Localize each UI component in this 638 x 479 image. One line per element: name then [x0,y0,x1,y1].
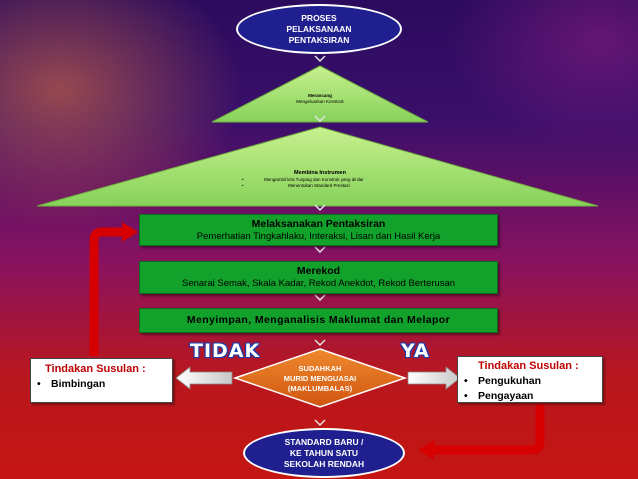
follow-up-left-item: •Bimbingan [37,378,106,390]
follow-up-right-item-2: •Pengayaan [464,390,534,402]
triangle-merancang-shape [211,65,429,123]
stage-melaksanakan-title: Melaksanakan Pentaksiran [251,218,386,230]
start-oval-line-1: PROSES [301,12,337,23]
follow-up-right-box: Tindakan Susulan : •Pengukuhan •Pengayaa… [457,356,603,403]
end-oval: STANDARD BARU / KE TAHUN SATU SEKOLAH RE… [243,428,405,478]
end-oval-line-1: STANDARD BARU / [284,436,364,447]
triangle-membina-shape [36,126,599,207]
follow-up-left-list: •Bimbingan [37,377,166,392]
triangle-membina-bullet-1: •Mengambil kira Tunjang dan Konstruk yan… [242,177,364,182]
stage-menyimpan-title: Menyimpan, Menganalisis Maklumat dan Mel… [186,314,451,326]
decision-diamond-shape [232,348,408,408]
start-oval-line-3: PENTAKSIRAN [288,34,350,45]
left-arrow-icon [175,366,233,390]
stage-merekod-title: Merekod [296,265,341,277]
decision-line-1: SUDAHKAH [298,364,342,373]
triangle-merancang-subtitle: Mengeluarkan Konstruk [296,99,344,104]
decision-line-3: (MAKLUMBALAS) [287,384,353,393]
no-label: TIDAK [190,340,261,362]
decision-diamond: SUDAHKAH MURID MENGUASAI (MAKLUMBALAS) [262,364,378,394]
triangle-merancang-title: Merancang [308,93,332,98]
start-oval: PROSES PELAKSANAAN PENTAKSIRAN [236,4,402,54]
follow-up-right-title: Tindakan Susulan : [478,360,579,372]
end-oval-line-3: SEKOLAH RENDAH [283,458,365,469]
triangle-membina-bullet-2: •Menentukan Standard Prestasi [242,183,350,188]
yes-label: YA [401,340,430,362]
follow-up-left-title: Tindakan Susulan : [45,363,146,375]
follow-up-right-list: •Pengukuhan •Pengayaan [464,374,596,404]
triangle-merancang: Merancang Mengeluarkan Konstruk [270,93,370,105]
stage-melaksanakan-subtitle: Pemerhatian Tingkahlaku, Interaksi, Lisa… [196,231,441,242]
follow-up-left-box: Tindakan Susulan : •Bimbingan [30,358,173,403]
progress-arrow-icon [418,404,545,460]
right-arrow-icon [407,366,461,390]
start-oval-line-2: PELAKSANAAN [286,23,352,34]
stage-melaksanakan: Melaksanakan Pentaksiran Pemerhatian Tin… [139,214,498,246]
down-chevron-icons [314,55,326,426]
stage-menyimpan: Menyimpan, Menganalisis Maklumat dan Mel… [139,308,498,333]
decision-line-2: MURID MENGUASAI [283,374,357,383]
follow-up-right-item-1: •Pengukuhan [464,375,542,387]
follow-up-right-item-1-text: Pengukuhan [478,375,542,387]
end-oval-line-2: KE TAHUN SATU [289,447,359,458]
triangle-membina: Membina Instrumen •Mengambil kira Tunjan… [230,170,410,189]
triangle-membina-bullet-1-text: Mengambil kira Tunjang dan Konstruk yang… [264,177,364,182]
feedback-loop-arrow-icon [89,222,138,356]
follow-up-right-item-2-text: Pengayaan [478,390,534,402]
triangle-membina-bullet-2-text: Menentukan Standard Prestasi [288,183,350,188]
triangle-membina-title: Membina Instrumen [294,170,346,176]
stage-merekod: Merekod Senarai Semak, Skala Kadar, Reko… [139,261,498,294]
stage-merekod-subtitle: Senarai Semak, Skala Kadar, Rekod Anekdo… [181,278,456,289]
follow-up-left-item-text: Bimbingan [51,378,106,390]
